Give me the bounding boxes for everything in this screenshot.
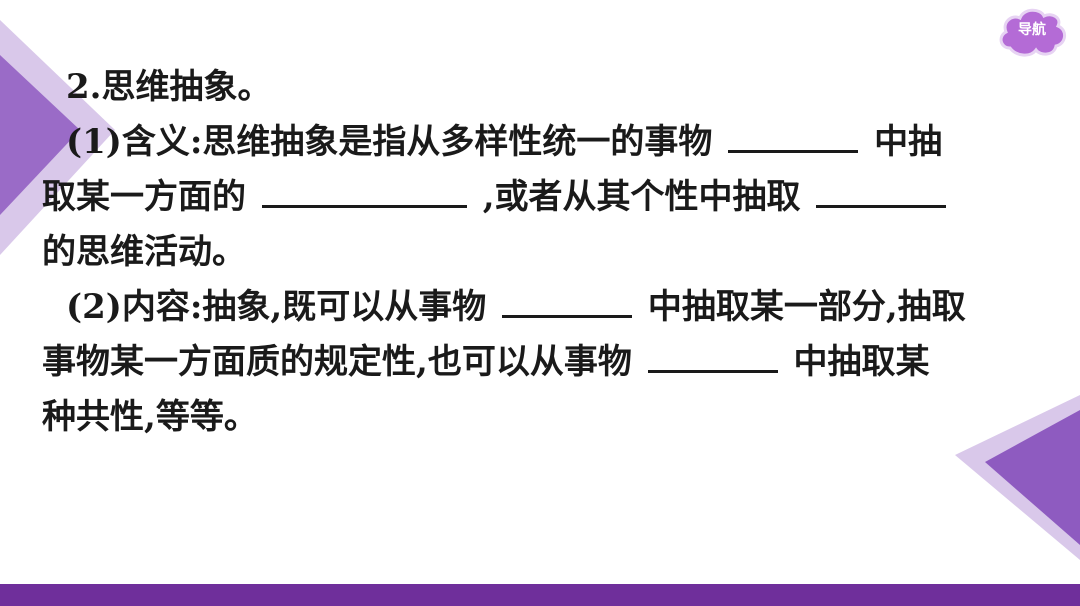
p2-line2-start: 事物某一方面质的规定性,也可以从事物: [42, 342, 632, 382]
slide-content: 2.思维抽象。 (1)含义:思维抽象是指从多样性统一的事物 中抽 取某一方面的 …: [42, 60, 1042, 445]
p2-mid1: 中抽取某一部分,抽取: [647, 287, 966, 327]
p1-line1: (1)含义:思维抽象是指从多样性统一的事物 中抽: [42, 115, 1042, 170]
p1-line2: 取某一方面的 ,或者从其个性中抽取: [42, 170, 1042, 225]
fill-blank-2[interactable]: [261, 173, 467, 208]
nav-label: 导航: [1018, 22, 1046, 38]
p2-line1: (2)内容:抽象,既可以从事物 中抽取某一部分,抽取: [42, 280, 1042, 335]
bottom-accent-bar: [0, 584, 1080, 606]
fill-blank-1[interactable]: [728, 118, 859, 153]
fill-blank-3[interactable]: [816, 173, 947, 208]
p2-mid2: 中抽取某: [793, 342, 930, 382]
p1-line3: 的思维活动。: [42, 232, 246, 272]
p1-line2-start: 取某一方面的: [42, 177, 246, 217]
fill-blank-5[interactable]: [647, 338, 778, 373]
p2-line3: 种共性,等等。: [42, 397, 258, 437]
cloud-icon: [999, 8, 1066, 57]
nav-button[interactable]: 导航: [996, 4, 1068, 58]
p1-mid2: ,或者从其个性中抽取: [482, 177, 801, 217]
p2-line2: 事物某一方面质的规定性,也可以从事物 中抽取某: [42, 335, 1042, 390]
p1-mid1: 中抽: [874, 122, 943, 162]
p1-prefix: (1)含义:思维抽象是指从多样性统一的事物: [66, 122, 713, 162]
heading: 2.思维抽象。: [66, 67, 272, 107]
fill-blank-4[interactable]: [502, 283, 633, 318]
p2-prefix: (2)内容:抽象,既可以从事物: [66, 287, 487, 327]
